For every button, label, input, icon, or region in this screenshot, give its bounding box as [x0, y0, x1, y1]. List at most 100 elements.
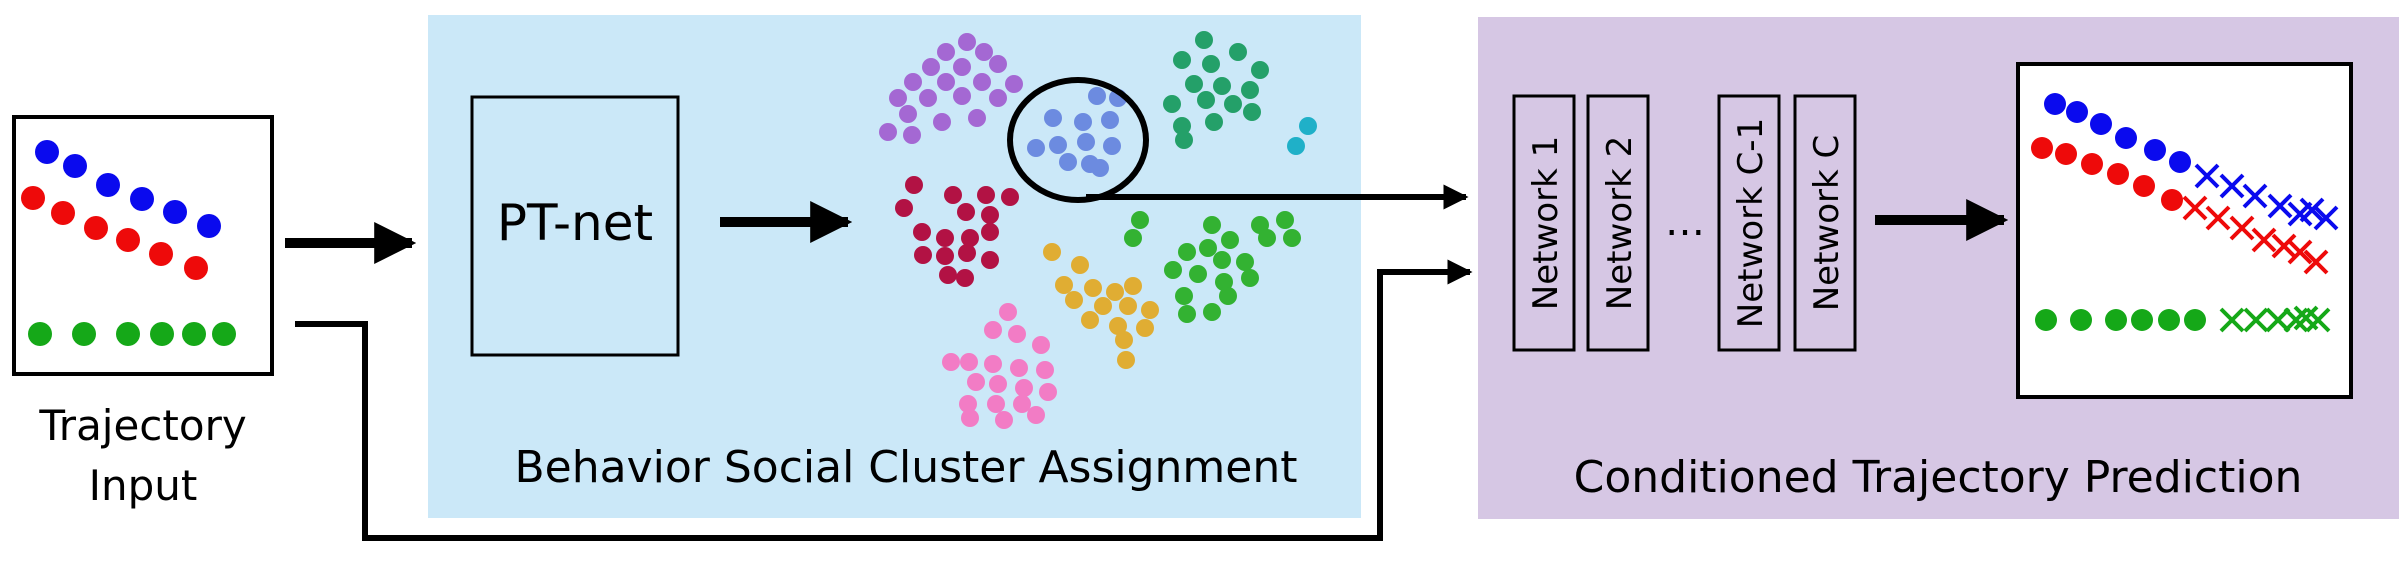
predicted-trajectory-box	[2016, 62, 2353, 399]
cluster-point	[1205, 113, 1223, 131]
cluster-point	[1043, 243, 1061, 261]
cluster-point	[939, 266, 957, 284]
observed-point	[2090, 113, 2112, 135]
cluster-point	[1178, 243, 1196, 261]
cluster-point	[1283, 229, 1301, 247]
cluster-point	[1077, 133, 1095, 151]
predicted-point	[2271, 233, 2297, 259]
cluster-point	[1044, 109, 1062, 127]
cluster-point	[981, 223, 999, 241]
cluster-point	[960, 353, 978, 371]
input-trajectory-point	[197, 214, 221, 238]
network-c-label: Network C	[1807, 135, 1847, 312]
input-trajectory-point	[149, 242, 173, 266]
cluster-point	[942, 353, 960, 371]
cluster-point	[1299, 117, 1317, 135]
input-trajectory-point	[72, 322, 96, 346]
network-c-minus-1-label: Network C-1	[1731, 118, 1771, 328]
cluster-point	[1173, 117, 1191, 135]
cluster-point	[1241, 81, 1259, 99]
observed-point	[2031, 137, 2053, 159]
input-trajectory-point	[116, 228, 140, 252]
observed-point	[2184, 309, 2206, 331]
cluster-point	[1049, 136, 1067, 154]
cluster-point	[919, 89, 937, 107]
predicted-point	[2299, 197, 2325, 223]
cluster-point	[989, 375, 1007, 393]
cluster-point	[1065, 291, 1083, 309]
predicted-point	[2265, 307, 2291, 333]
cluster-point	[1124, 229, 1142, 247]
cluster-point	[1015, 379, 1033, 397]
cluster-point	[944, 186, 962, 204]
input-trajectory-point	[84, 216, 108, 240]
cluster-point	[1008, 325, 1026, 343]
predicted-point	[2313, 205, 2339, 231]
cluster-point	[1213, 77, 1231, 95]
observed-point	[2070, 309, 2092, 331]
cluster-point	[1027, 406, 1045, 424]
predicted-point	[2219, 307, 2245, 333]
input-trajectory-point	[130, 187, 154, 211]
cluster-point	[895, 199, 913, 217]
input-trajectory-point	[182, 322, 206, 346]
cluster-point	[937, 43, 955, 61]
cluster-point	[973, 73, 991, 91]
network-c-minus-1-box: Network C-1	[1717, 94, 1781, 352]
cluster-point	[1084, 279, 1102, 297]
input-trajectory-point	[28, 322, 52, 346]
cluster-point	[1088, 87, 1106, 105]
cluster-point	[1178, 305, 1196, 323]
cluster-point	[1199, 239, 1217, 257]
prediction-panel-title: Conditioned Trajectory Prediction	[1574, 452, 2303, 503]
input-trajectory-point	[35, 140, 59, 164]
cluster-point	[957, 203, 975, 221]
cluster-point	[905, 176, 923, 194]
cluster-point	[981, 251, 999, 269]
cluster-point	[1010, 359, 1028, 377]
cluster-point	[1202, 55, 1220, 73]
cluster-point	[1091, 159, 1109, 177]
predicted-point	[2205, 205, 2231, 231]
observed-point	[2081, 153, 2103, 175]
cluster-point	[967, 373, 985, 391]
cluster-point	[1039, 383, 1057, 401]
input-trajectory-point	[21, 186, 45, 210]
predicted-point	[2305, 307, 2331, 333]
cluster-point	[1241, 269, 1259, 287]
ptnet-label: PT-net	[497, 194, 653, 252]
cluster-point	[1013, 395, 1031, 413]
cluster-point	[961, 229, 979, 247]
observed-point	[2105, 309, 2127, 331]
cluster-point	[1055, 276, 1073, 294]
observed-point	[2161, 189, 2183, 211]
trajectory-input-label-line2: Input	[89, 461, 198, 510]
cluster-point	[937, 73, 955, 91]
cluster-point	[1236, 253, 1254, 271]
cluster-point	[1106, 283, 1124, 301]
predicted-point	[2287, 239, 2313, 265]
cluster-point	[956, 269, 974, 287]
observed-point	[2055, 143, 2077, 165]
network-2-box: Network 2	[1586, 94, 1650, 352]
cluster-point	[1027, 139, 1045, 157]
network-2-label: Network 2	[1600, 136, 1640, 310]
cluster-point	[987, 395, 1005, 413]
cluster-point	[968, 109, 986, 127]
cluster-point	[989, 89, 1007, 107]
network-c-box: Network C	[1793, 94, 1857, 352]
cluster-point	[984, 321, 1002, 339]
cluster-point	[1243, 103, 1261, 121]
selected-cluster-ellipse	[1007, 77, 1149, 203]
cluster-point	[1074, 113, 1092, 131]
cluster-point	[981, 206, 999, 224]
input-bypass-arrow	[295, 259, 1473, 541]
cluster-point	[975, 43, 993, 61]
observed-point	[2035, 309, 2057, 331]
cluster-point	[953, 58, 971, 76]
cluster-point	[984, 355, 1002, 373]
trajectory-input-label-line1: Trajectory	[38, 401, 246, 450]
cluster-point	[1119, 297, 1137, 315]
cluster-point	[1117, 351, 1135, 369]
cluster-point	[1001, 188, 1019, 206]
